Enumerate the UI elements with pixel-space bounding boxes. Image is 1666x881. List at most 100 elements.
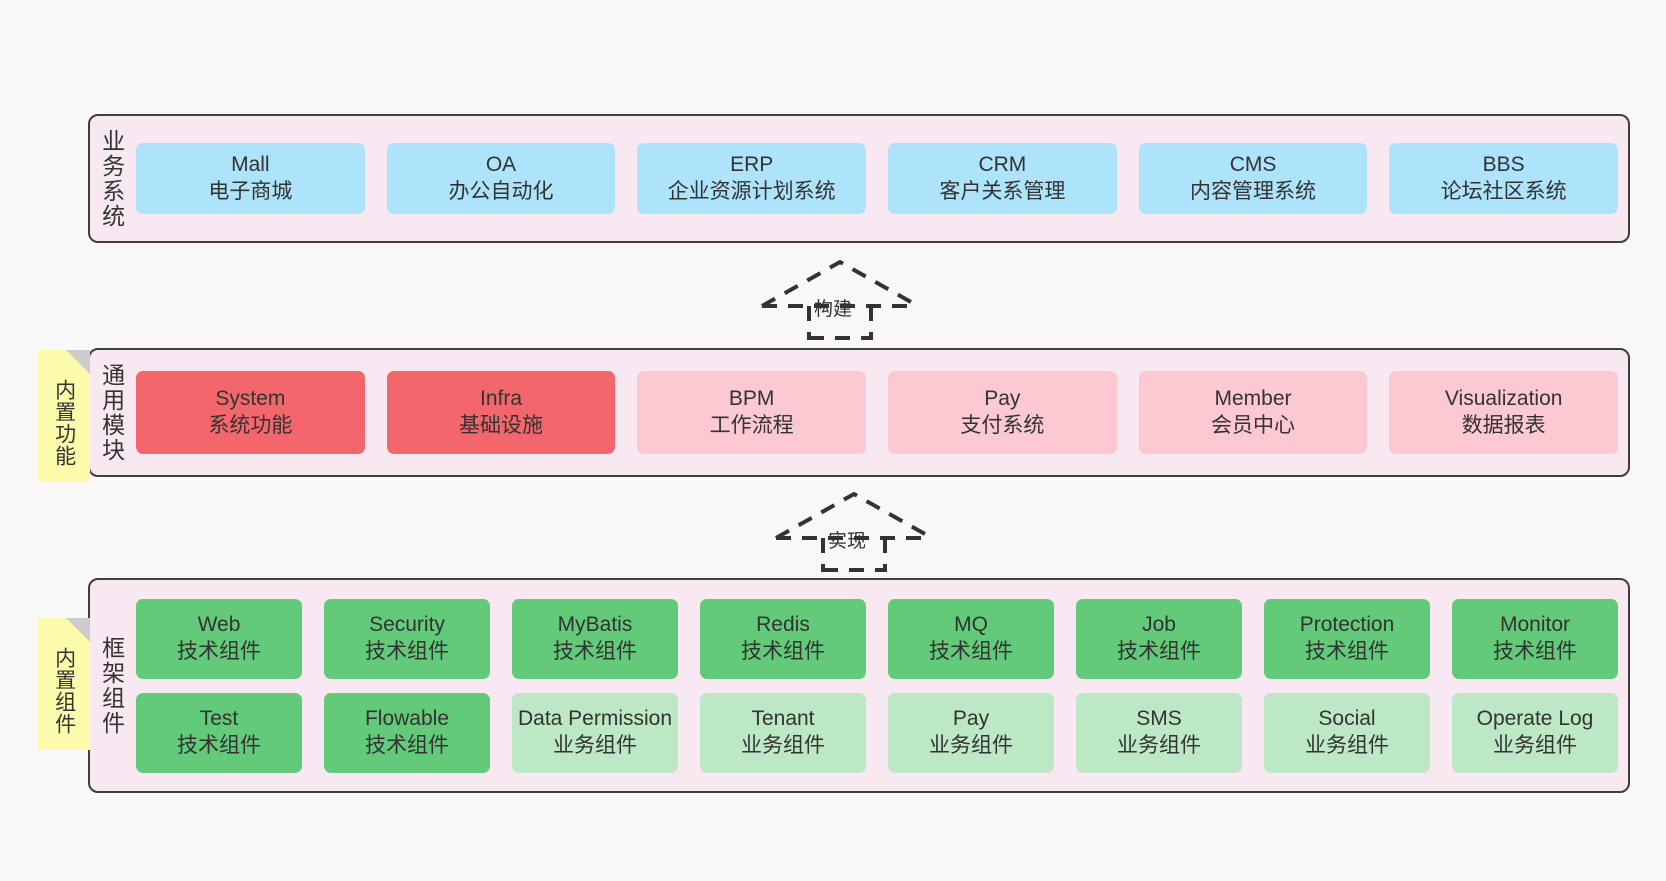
node-desc: 技术组件 <box>177 639 261 663</box>
node-desc: 系统功能 <box>208 413 293 437</box>
node-name: Pay <box>952 707 990 731</box>
node-desc: 技术组件 <box>365 733 449 757</box>
node-desc: 技术组件 <box>1305 639 1389 663</box>
layer-business-systems: 业务系统 Mall 电子商城 OA 办公自动化 ERP 企业资源计划系统 CRM… <box>88 114 1630 243</box>
node-desc: 技术组件 <box>553 639 637 663</box>
node-operate-log[interactable]: Operate Log 业务组件 <box>1452 692 1618 773</box>
node-desc: 内容管理系统 <box>1190 179 1317 203</box>
node-web[interactable]: Web 技术组件 <box>136 598 302 679</box>
node-redis[interactable]: Redis 技术组件 <box>700 598 866 679</box>
node-name: CMS <box>1229 153 1277 177</box>
node-desc: 业务组件 <box>553 733 637 757</box>
node-test[interactable]: Test 技术组件 <box>136 692 302 773</box>
node-desc: 业务组件 <box>1493 733 1577 757</box>
node-name: Job <box>1142 613 1176 637</box>
layer-title-business: 业务系统 <box>98 128 125 229</box>
sticky-note-builtin-functions: 内置功能 <box>38 350 90 482</box>
node-name: Web <box>197 613 241 637</box>
arrow-build: 构建 <box>752 258 928 340</box>
folded-corner-icon <box>66 618 90 642</box>
node-name: Operate Log <box>1476 707 1594 731</box>
framework-business-row: Test 技术组件 Flowable 技术组件 Data Permission … <box>136 692 1618 773</box>
node-mybatis[interactable]: MyBatis 技术组件 <box>512 598 678 679</box>
layer-title-modules: 通用模块 <box>98 362 125 463</box>
business-node-row: Mall 电子商城 OA 办公自动化 ERP 企业资源计划系统 CRM 客户关系… <box>136 143 1619 214</box>
node-desc: 技术组件 <box>365 639 449 663</box>
node-pay-component[interactable]: Pay 业务组件 <box>888 692 1054 773</box>
node-desc: 论坛社区系统 <box>1440 179 1567 203</box>
node-name: Visualization <box>1444 387 1563 411</box>
node-name: MQ <box>954 613 988 637</box>
node-name: MyBatis <box>557 613 633 637</box>
node-cms[interactable]: CMS 内容管理系统 <box>1138 143 1368 214</box>
node-desc: 业务组件 <box>929 733 1013 757</box>
sticky-note-builtin-components: 内置组件 <box>38 618 90 750</box>
folded-corner-icon <box>66 350 90 374</box>
node-desc: 数据报表 <box>1461 413 1546 437</box>
node-name: Redis <box>756 613 810 637</box>
node-name: Protection <box>1299 613 1395 637</box>
node-name: SMS <box>1136 707 1182 731</box>
node-mall[interactable]: Mall 电子商城 <box>136 143 365 214</box>
node-desc: 会员中心 <box>1211 413 1296 437</box>
node-member[interactable]: Member 会员中心 <box>1138 371 1368 454</box>
node-desc: 基础设施 <box>459 413 543 437</box>
generalization-arrow-icon <box>761 259 919 340</box>
arrow-implement-label: 实现 <box>828 531 867 552</box>
node-security[interactable]: Security 技术组件 <box>324 598 490 679</box>
arrow-build-label: 构建 <box>814 299 853 320</box>
node-name: ERP <box>730 153 774 177</box>
node-name: Security <box>369 613 445 637</box>
node-mq[interactable]: MQ 技术组件 <box>888 598 1054 679</box>
node-erp[interactable]: ERP 企业资源计划系统 <box>637 143 867 214</box>
node-desc: 业务组件 <box>741 733 825 757</box>
node-desc: 业务组件 <box>1117 733 1201 757</box>
node-crm[interactable]: CRM 客户关系管理 <box>888 143 1117 214</box>
node-name: System <box>215 387 286 411</box>
node-bbs[interactable]: BBS 论坛社区系统 <box>1389 143 1619 214</box>
node-desc: 技术组件 <box>741 639 825 663</box>
node-desc: 技术组件 <box>177 733 261 757</box>
node-desc: 支付系统 <box>960 413 1045 437</box>
layer-body-modules: System 系统功能 Infra 基础设施 BPM 工作流程 Pay 支付系统… <box>132 350 1628 475</box>
node-name: Test <box>199 707 239 731</box>
node-infra[interactable]: Infra 基础设施 <box>386 371 616 454</box>
node-tenant[interactable]: Tenant 业务组件 <box>700 692 866 773</box>
node-desc: 电子商城 <box>208 179 293 203</box>
generalization-arrow-icon <box>775 491 933 572</box>
node-desc: 业务组件 <box>1305 733 1389 757</box>
node-pay[interactable]: Pay 支付系统 <box>888 371 1117 454</box>
node-name: Data Permission <box>517 707 673 731</box>
sticky-note-label: 内置组件 <box>52 647 76 735</box>
module-node-row: System 系统功能 Infra 基础设施 BPM 工作流程 Pay 支付系统… <box>136 371 1619 454</box>
node-name: Infra <box>479 387 523 411</box>
node-name: Monitor <box>1499 613 1571 637</box>
node-social[interactable]: Social 业务组件 <box>1264 692 1430 773</box>
layer-body-framework: Web 技术组件 Security 技术组件 MyBatis 技术组件 Redi… <box>132 580 1628 791</box>
node-monitor[interactable]: Monitor 技术组件 <box>1452 598 1618 679</box>
node-name: BBS <box>1482 153 1525 177</box>
node-visualization[interactable]: Visualization 数据报表 <box>1389 371 1619 454</box>
node-name: BPM <box>728 387 775 411</box>
node-system[interactable]: System 系统功能 <box>136 371 365 454</box>
layer-title-framework: 框架组件 <box>98 635 125 736</box>
node-flowable[interactable]: Flowable 技术组件 <box>324 692 490 773</box>
node-oa[interactable]: OA 办公自动化 <box>386 143 616 214</box>
layer-common-modules: 通用模块 System 系统功能 Infra 基础设施 BPM 工作流程 Pay… <box>88 348 1630 477</box>
node-desc: 客户关系管理 <box>939 179 1066 203</box>
sticky-note-label: 内置功能 <box>52 379 76 467</box>
node-protection[interactable]: Protection 技术组件 <box>1264 598 1430 679</box>
node-data-permission[interactable]: Data Permission 业务组件 <box>512 692 678 773</box>
arrow-implement: 实现 <box>766 490 942 572</box>
node-desc: 技术组件 <box>929 639 1013 663</box>
node-desc: 企业资源计划系统 <box>667 179 836 203</box>
node-job[interactable]: Job 技术组件 <box>1076 598 1242 679</box>
framework-tech-row: Web 技术组件 Security 技术组件 MyBatis 技术组件 Redi… <box>136 598 1618 679</box>
node-sms[interactable]: SMS 业务组件 <box>1076 692 1242 773</box>
node-name: Mall <box>231 153 270 177</box>
node-desc: 办公自动化 <box>448 179 554 203</box>
node-bpm[interactable]: BPM 工作流程 <box>637 371 867 454</box>
node-desc: 工作流程 <box>709 413 794 437</box>
node-name: OA <box>485 153 517 177</box>
layer-framework-components: 框架组件 Web 技术组件 Security 技术组件 MyBatis 技术组件… <box>88 578 1630 793</box>
